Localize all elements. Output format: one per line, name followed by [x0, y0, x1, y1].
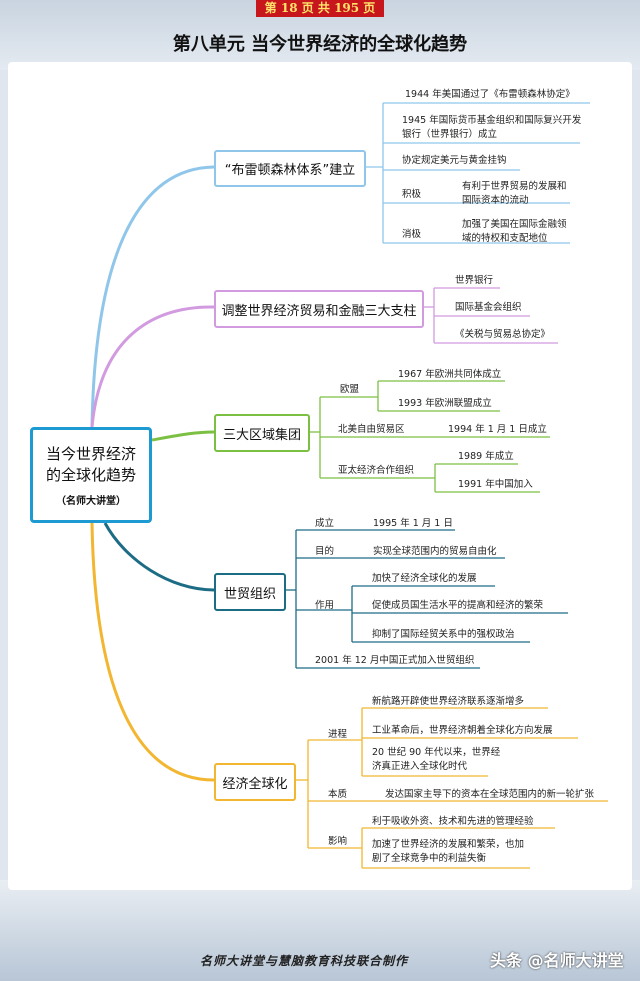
leaf-b3-na-1: 1994 年 1 月 1 日成立 — [448, 424, 547, 435]
leaf-b4-role: 作用 — [315, 600, 335, 611]
b3-leaf-lines — [306, 380, 550, 493]
leaf-b4-aim: 目的 — [315, 546, 335, 557]
leaf-b4-role-1: 加快了经济全球化的发展 — [372, 573, 477, 584]
leaf-b2-3: 《关税与贸易总协定》 — [455, 329, 551, 340]
page-background-bottom — [0, 880, 640, 981]
leaf-b4-aim-1: 实现全球范围内的贸易自由化 — [373, 546, 497, 557]
leaf-b2-1: 世界银行 — [455, 275, 494, 286]
leaf-b1-pos-text: 有利于世界贸易的发展和国际资本的流动 — [462, 181, 567, 206]
connector-b4 — [103, 522, 215, 592]
leaf-b5-eff-1: 利于吸收外资、技术和先进的管理经验 — [372, 816, 534, 827]
leaf-b3-eu-2: 1993 年欧洲联盟成立 — [398, 398, 492, 409]
leaf-b1-3: 协定规定美元与黄金挂钩 — [402, 155, 507, 166]
b4-leaf-lines — [282, 529, 568, 669]
root-subtitle: （名师大讲堂） — [56, 496, 126, 507]
root-title-line2: 的全球化趋势 — [45, 466, 136, 484]
branch-node-bretton-woods[interactable]: “布雷顿森林体系”建立 — [214, 150, 366, 187]
branch-node-regional-blocs[interactable]: 三大区域集团 — [214, 414, 310, 452]
leaf-b3-eu: 欧盟 — [340, 384, 360, 395]
root-title-line1: 当今世界经济 — [45, 445, 136, 463]
leaf-b2-2: 国际基金会组织 — [455, 302, 522, 313]
leaf-b4-est-1: 1995 年 1 月 1 日 — [373, 518, 453, 529]
branch-node-wto[interactable]: 世贸组织 — [214, 573, 286, 611]
connector-b1 — [90, 165, 215, 428]
leaf-b3-ap: 亚太经济合作组织 — [338, 465, 415, 476]
connector-b3 — [151, 430, 215, 442]
leaf-b5-proc-1: 新航路开辟使世界经济联系逐渐增多 — [372, 696, 525, 707]
b1-leaf-lines — [362, 102, 590, 244]
root-node[interactable]: 当今世界经济 的全球化趋势 （名师大讲堂） — [30, 427, 152, 523]
leaf-b1-neg-text: 加强了美国在国际金融领域的特权和支配地位 — [462, 219, 567, 244]
leaf-b3-ap-1: 1989 年成立 — [458, 451, 514, 462]
leaf-b5-ess: 本质 — [328, 789, 348, 800]
leaf-b5-eff-2: 加速了世界经济的发展和繁荣，也加剧了全球竞争中的利益失衡 — [372, 839, 525, 864]
leaf-b5-proc-3: 20 世纪 90 年代以来，世界经济真正进入全球化时代 — [372, 747, 501, 772]
leaf-b3-eu-1: 1967 年欧洲共同体成立 — [398, 369, 502, 380]
leaf-b3-na: 北美自由贸易区 — [338, 424, 405, 435]
connector-b2 — [90, 305, 215, 428]
branch-node-three-pillars[interactable]: 调整世界经济贸易和金融三大支柱 — [214, 290, 424, 328]
branch-node-globalization[interactable]: 经济全球化 — [214, 763, 296, 801]
leaf-b5-ess-1: 发达国家主导下的资本在全球范围内的新一轮扩张 — [385, 789, 595, 800]
leaf-b1-pos-label: 积极 — [402, 189, 422, 200]
leaf-b4-est: 成立 — [315, 518, 335, 529]
leaf-b4-role-2: 促使成员国生活水平的提高和经济的繁荣 — [372, 600, 544, 611]
leaf-b3-ap-2: 1991 年中国加入 — [458, 479, 533, 490]
leaf-b1-2: 1945 年国际货币基金组织和国际复兴开发银行（世界银行）成立 — [402, 115, 582, 140]
watermark: 头条 @名师大讲堂 — [490, 951, 624, 970]
page-title: 第八单元 当今世界经济的全球化趋势 — [172, 34, 468, 55]
leaf-b4-role-3: 抑制了国际经贸关系中的强权政治 — [372, 629, 515, 640]
leaf-b4-cn: 2001 年 12 月中国正式加入世贸组织 — [315, 655, 475, 666]
footer-credit: 名师大讲堂与慧脑教育科技联合制作 — [200, 954, 409, 968]
leaf-b1-neg-label: 消极 — [402, 229, 422, 240]
page-number-label: 第 18 页 共 195 页 — [256, 0, 384, 17]
connector-b5 — [90, 522, 215, 782]
b5-leaf-lines — [292, 707, 608, 869]
leaf-b1-1: 1944 年美国通过了《布雷顿森林协定》 — [405, 89, 575, 100]
leaf-b5-proc: 进程 — [328, 729, 348, 740]
leaf-b5-proc-2: 工业革命后，世界经济朝着全球化方向发展 — [372, 725, 553, 736]
leaf-b5-eff: 影响 — [328, 836, 348, 847]
